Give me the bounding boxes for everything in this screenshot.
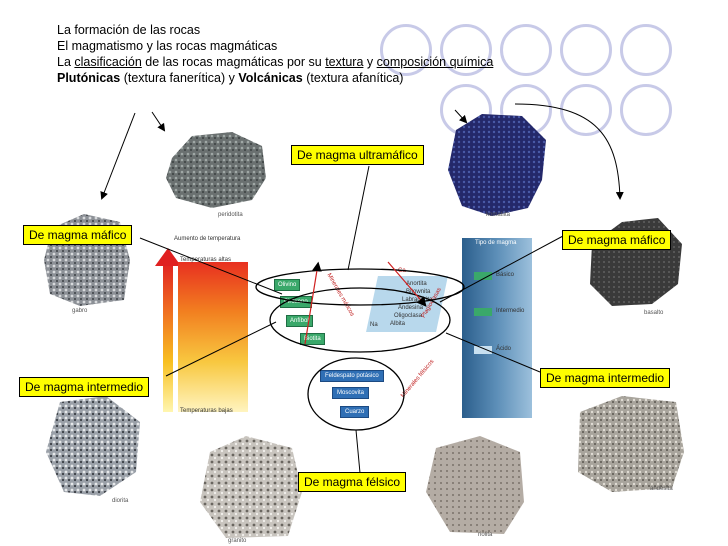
mineral-box: Piroxeno	[280, 296, 312, 308]
decor-circle	[380, 24, 432, 76]
mineral-box: Olivino	[274, 279, 301, 291]
label-mafic-right: De magma máfico	[562, 230, 672, 250]
text-span: La	[57, 55, 75, 69]
bold-plutonicas: Plutónicas	[57, 71, 121, 85]
caption-andesite: andesita	[650, 486, 673, 492]
label-felsic: De magma félsico	[298, 472, 407, 492]
text-span: (textura afanítica)	[302, 71, 404, 85]
magma-type-marker	[474, 346, 492, 354]
decor-circle	[440, 24, 492, 76]
magma-type-title: Tipo de magma	[475, 240, 517, 246]
na-label: Na	[370, 322, 378, 328]
link-clasificacion[interactable]: clasificación	[74, 55, 142, 69]
plagioclase-item: Bitownita	[406, 289, 431, 295]
rock-rhyolite	[426, 436, 524, 534]
mineral-box: Anfíbol	[286, 315, 313, 327]
decor-circle	[620, 24, 672, 76]
text-span: de las rocas magmáticas por su	[141, 55, 326, 69]
caption-gabbro: gabro	[72, 308, 88, 314]
label-intermediate-right: De magma intermedio	[540, 368, 671, 388]
plagioclase-item: Albita	[390, 321, 406, 327]
decor-circle	[560, 84, 612, 136]
magma-type-acid: Ácido	[496, 346, 512, 352]
rock-granite	[200, 436, 302, 538]
mineral-box: Cuarzo	[340, 406, 370, 418]
label-ultramafic: De magma ultramáfico	[291, 145, 424, 165]
caption-peridotite: peridotita	[218, 212, 243, 218]
rock-andesite	[578, 396, 684, 492]
link-composicion[interactable]: composición química	[376, 55, 494, 69]
decor-circle	[500, 24, 552, 76]
decor-circle	[620, 84, 672, 136]
link-textura[interactable]: textura	[325, 55, 364, 69]
rock-basalt	[590, 218, 682, 306]
header-text: La formación de las rocas El magmatismo …	[57, 22, 493, 86]
temperature-gradient	[178, 262, 248, 412]
caption-diorite: diorita	[112, 498, 129, 504]
rock-diorite	[46, 396, 140, 496]
plagioclase-item: Andesina	[398, 305, 424, 311]
header-line-1: La formación de las rocas	[57, 23, 201, 37]
bold-volcanicas: Volcánicas	[238, 71, 303, 85]
text-span: y	[363, 55, 377, 69]
magma-type-basic: Básico	[496, 272, 515, 278]
label-mafic-left: De magma máfico	[23, 225, 133, 245]
rock-komatiite	[448, 114, 546, 216]
caption-granite: granito	[228, 538, 247, 544]
caption-komatiite: komatiita	[486, 212, 511, 218]
temperature-arrow	[155, 248, 181, 266]
decor-circle	[560, 24, 612, 76]
magma-type-intermediate: Intermedio	[496, 308, 525, 314]
mineral-box: Moscovita	[332, 387, 370, 399]
magma-type-marker	[474, 272, 492, 280]
caption-basalt: basalto	[644, 310, 664, 316]
header-line-2: El magmatismo y las rocas magmáticas	[57, 39, 278, 53]
mineral-box: Feldespato potásico	[320, 370, 384, 382]
temp-high-label: Temperaturas altas	[180, 257, 232, 263]
label-intermediate-left: De magma intermedio	[19, 377, 150, 397]
magma-type-marker	[474, 308, 492, 316]
plagioclase-item: Anortita	[406, 281, 427, 287]
temperature-bar	[163, 262, 173, 412]
temp-up-label: Aumento de temperatura	[174, 236, 241, 242]
text-span: (textura fanerítica) y	[120, 71, 239, 85]
plagioclase-item: Oligoclasa	[394, 313, 423, 319]
header-line-3: La clasificación de las rocas magmáticas…	[57, 54, 493, 70]
temp-low-label: Temperaturas bajas	[180, 408, 233, 414]
magma-type-panel	[462, 238, 532, 418]
rock-peridotite	[166, 132, 266, 208]
header-line-4: Plutónicas (textura fanerítica) y Volcán…	[57, 70, 493, 86]
caption-rhyolite: riolita	[478, 532, 493, 538]
